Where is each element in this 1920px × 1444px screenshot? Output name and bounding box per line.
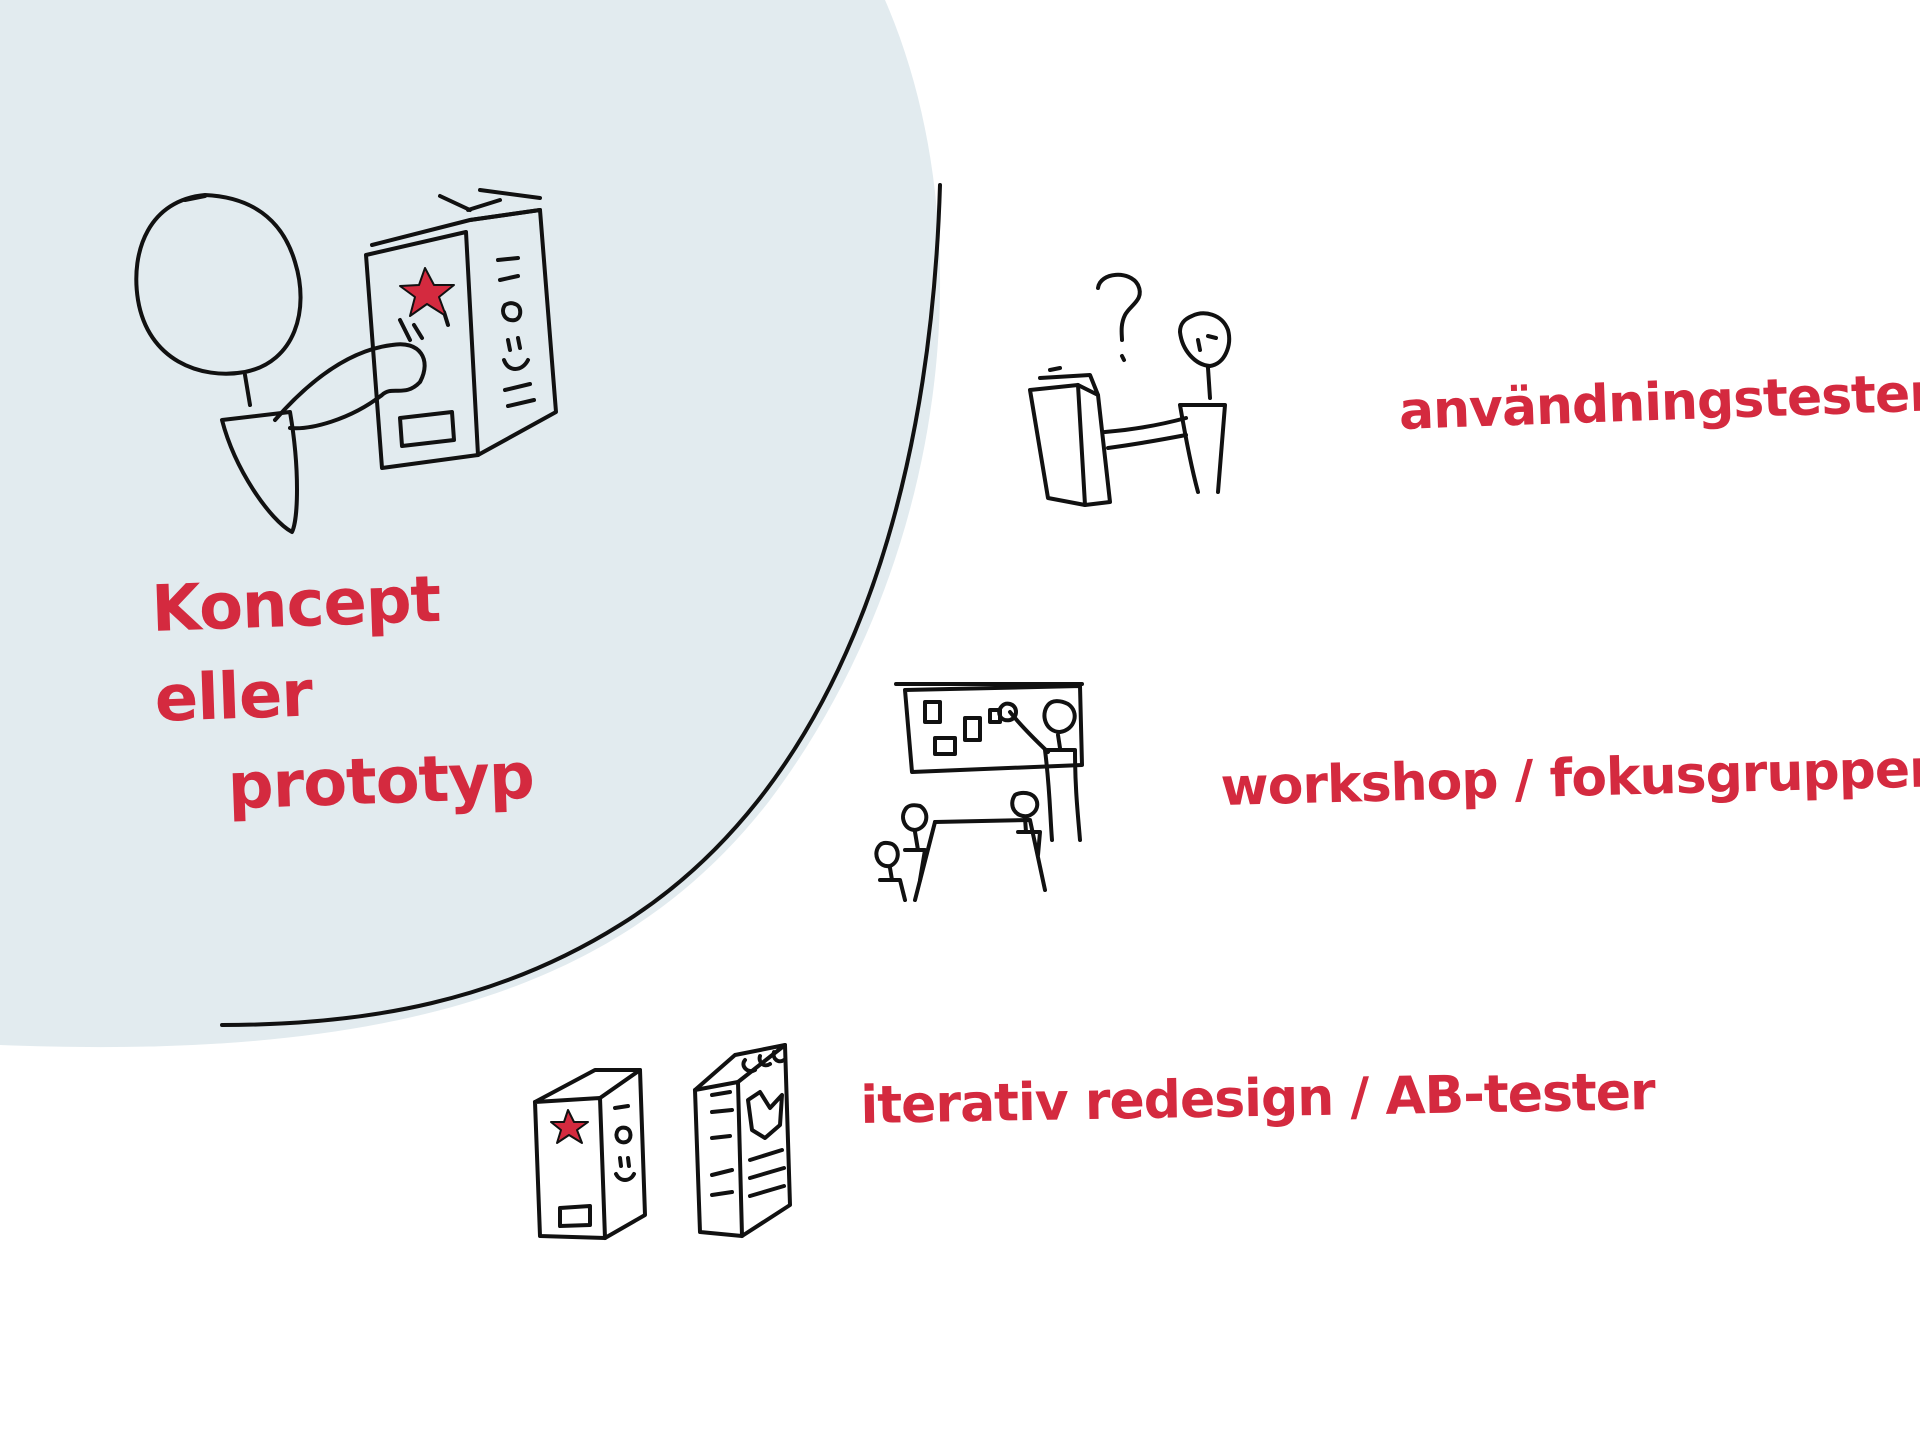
device-star-accent bbox=[399, 267, 455, 317]
device-a-star-accent bbox=[550, 1109, 589, 1144]
concept-or-prototype-label: Koncept eller prototyp bbox=[150, 549, 619, 835]
concept-label-line-1: Koncept eller bbox=[150, 562, 442, 737]
concept-label-line-2: prototyp bbox=[226, 739, 535, 825]
concept-area-backdrop bbox=[0, 0, 941, 1048]
person-questioning-device-icon bbox=[1028, 272, 1231, 507]
iterative-redesign-label: iterativ redesign / AB-tester bbox=[859, 1062, 1656, 1136]
device-variant-b-icon bbox=[693, 1043, 792, 1238]
person-touching-device-icon bbox=[134, 188, 558, 534]
group-at-whiteboard-icon bbox=[874, 682, 1084, 902]
device-variant-a-icon bbox=[533, 1068, 647, 1240]
concept-area-boundary bbox=[220, 183, 942, 1027]
